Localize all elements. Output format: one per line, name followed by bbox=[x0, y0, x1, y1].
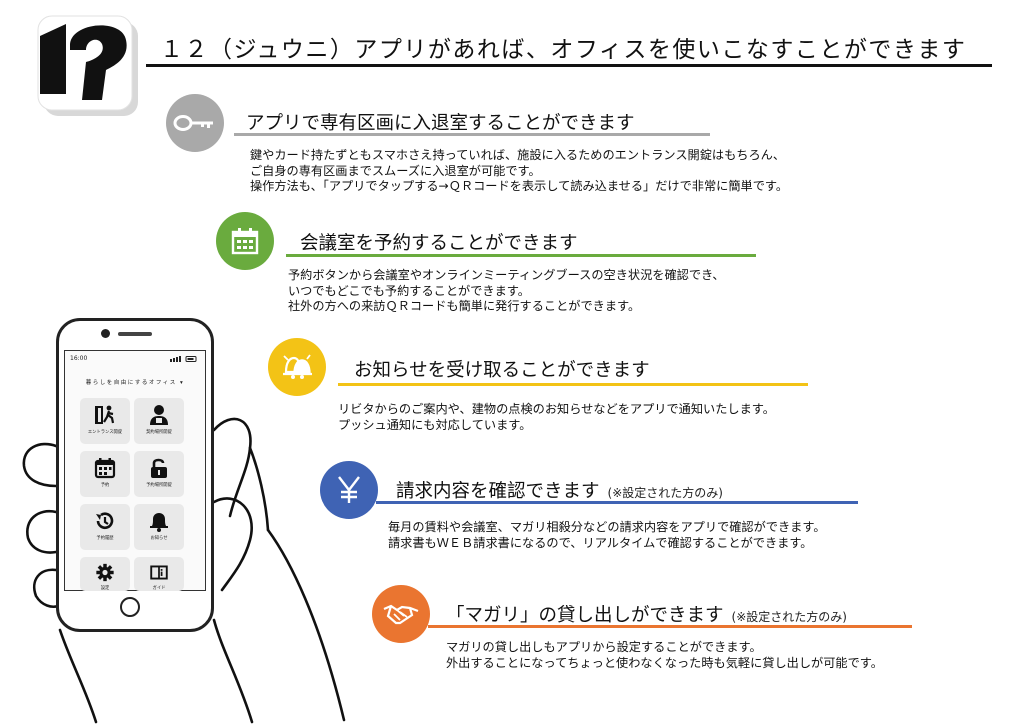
feature-desc-entry: 鍵やカード持たずともスマホさえ持っていれば、施設に入るためのエントランス開錠はも… bbox=[250, 148, 788, 195]
feature-title-text: お知らせを受け取ることができます bbox=[354, 360, 650, 381]
signal-battery-icon bbox=[170, 356, 197, 362]
bell-icon bbox=[268, 338, 326, 396]
history-icon bbox=[96, 512, 114, 530]
desc-line: 予約ボタンから会議室やオンラインミーティングブースの空き状況を確認でき、 bbox=[288, 268, 725, 282]
tile-label: 予約場所開錠 bbox=[146, 483, 172, 488]
speaker-grille bbox=[118, 332, 152, 336]
app-logo bbox=[36, 14, 142, 118]
desc-line: いつでもどこでも予約することができます。 bbox=[288, 283, 530, 298]
desc-line: プッシュ通知にも対応しています。 bbox=[338, 417, 532, 432]
feature-title-text: 会議室を予約することができます bbox=[300, 233, 578, 254]
tile-history[interactable]: 予約履歴 bbox=[80, 504, 130, 550]
calendar-icon bbox=[94, 458, 116, 479]
key-icon bbox=[166, 94, 224, 152]
yen-icon bbox=[320, 461, 378, 519]
desc-line: 社外の方への来訪ＱＲコードも簡単に発行することができます。 bbox=[288, 299, 641, 313]
feature-title-text: 請求内容を確認できます bbox=[396, 481, 600, 502]
tile-contract-unlock[interactable]: 契約場所開錠 bbox=[134, 398, 184, 444]
desc-line: 鍵やカード持たずともスマホさえ持っていれば、施設に入るためのエントランス開錠はも… bbox=[250, 148, 786, 162]
feature-rule-meeting bbox=[286, 254, 756, 257]
bell-icon bbox=[150, 513, 168, 532]
home-button[interactable] bbox=[120, 597, 140, 617]
feature-title-meeting: 会議室を予約することができます bbox=[300, 229, 578, 255]
calendar-icon bbox=[216, 212, 274, 270]
feature-title-lending: 「マガリ」の貸し出しができます (※設定された方のみ) bbox=[446, 601, 847, 627]
app-title: 暮らしを自由にするオフィス ▾ bbox=[70, 378, 200, 386]
desc-line: 操作方法も、「アプリでタップする→ＱＲコードを表示して読み込ませる」だけで非常に… bbox=[250, 179, 789, 193]
book-icon bbox=[150, 565, 168, 580]
feature-desc-billing: 毎月の賃料や会議室、マガリ相殺分などの請求内容をアプリで確認ができます。 請求書… bbox=[388, 520, 826, 551]
desc-line: ご自身の専有区画までスムーズに入退室が可能です。 bbox=[250, 163, 541, 178]
feature-desc-lending: マガリの貸し出しもアプリから設定することができます。 外出することになってちょっ… bbox=[446, 640, 883, 671]
tile-label: お知らせ bbox=[150, 536, 168, 541]
feature-title-entry: アプリで専有区画に入退室することができます bbox=[246, 109, 635, 135]
desc-line: 請求書もＷＥＢ請求書になるので、リアルタイムで確認することができます。 bbox=[388, 535, 813, 550]
tile-guide[interactable]: ガイド bbox=[134, 557, 184, 591]
feature-rule-entry bbox=[234, 133, 710, 136]
feature-rule-billing bbox=[376, 501, 858, 504]
desc-line: リビタからのご案内や、建物の点検のお知らせなどをアプリで通知いたします。 bbox=[338, 402, 775, 416]
feature-note: (※設定された方のみ) bbox=[731, 610, 847, 624]
feature-desc-notice: リビタからのご案内や、建物の点検のお知らせなどをアプリで通知いたします。 プッシ… bbox=[338, 402, 775, 433]
feature-rule-lending bbox=[428, 625, 912, 628]
app-title-text: 暮らしを自由にするオフィス bbox=[85, 380, 177, 386]
tile-label: ガイド bbox=[152, 586, 166, 591]
tile-entrance[interactable]: エントランス開錠 bbox=[80, 398, 130, 444]
tile-label: 設定 bbox=[100, 586, 110, 591]
feature-desc-meeting: 予約ボタンから会議室やオンラインミーティングブースの空き状況を確認でき、 いつで… bbox=[288, 268, 725, 315]
gear-icon bbox=[96, 563, 114, 582]
tile-label: エントランス開錠 bbox=[87, 430, 123, 435]
tile-reserved-unlock[interactable]: 予約場所開錠 bbox=[134, 451, 184, 497]
desc-line: 外出することになってちょっと使わなくなった時も気軽に貸し出しが可能です。 bbox=[446, 655, 883, 670]
unlock-icon bbox=[151, 458, 167, 478]
tile-reserve[interactable]: 予約 bbox=[80, 451, 130, 497]
desc-line: マガリの貸し出しもアプリから設定することができます。 bbox=[446, 640, 762, 654]
tile-label: 予約 bbox=[100, 483, 110, 488]
status-time: 16:00 bbox=[70, 355, 88, 362]
title-underline bbox=[146, 64, 992, 67]
feature-note: (※設定された方のみ) bbox=[607, 486, 723, 500]
feature-title-billing: 請求内容を確認できます (※設定された方のみ) bbox=[396, 477, 723, 503]
desc-line: 毎月の賃料や会議室、マガリ相殺分などの請求内容をアプリで確認ができます。 bbox=[388, 520, 826, 534]
tile-label: 予約履歴 bbox=[96, 536, 114, 541]
logo-mark-icon: ▾ bbox=[179, 380, 185, 386]
tile-notice[interactable]: お知らせ bbox=[134, 504, 184, 550]
camera-icon bbox=[101, 329, 110, 338]
feature-rule-notice bbox=[338, 383, 808, 386]
feature-title-text: 「マガリ」の貸し出しができます bbox=[446, 605, 724, 626]
tile-settings[interactable]: 設定 bbox=[80, 557, 130, 591]
page-title: １２（ジュウニ）アプリがあれば、オフィスを使いこなすことができます bbox=[160, 37, 967, 63]
tile-label: 契約場所開錠 bbox=[146, 430, 172, 435]
feature-title-notice: お知らせを受け取ることができます bbox=[354, 356, 650, 382]
feature-title-text: アプリで専有区画に入退室することができます bbox=[246, 113, 635, 134]
handshake-icon bbox=[372, 585, 430, 643]
entrance-icon bbox=[95, 405, 115, 424]
user-lock-icon bbox=[150, 405, 168, 425]
